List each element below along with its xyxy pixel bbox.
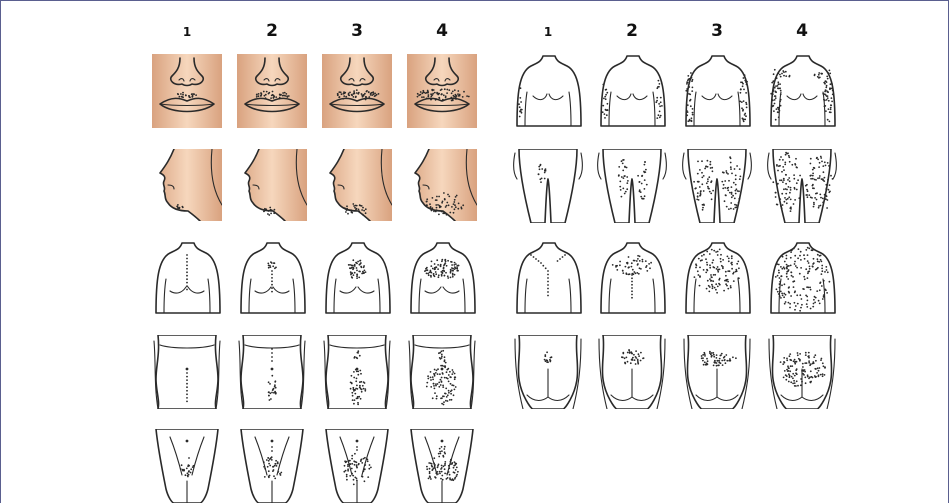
right-header-grade-1: 1 xyxy=(528,25,568,39)
left-header-grade-1: 1 xyxy=(167,25,207,39)
pubic-grade-1 xyxy=(152,429,222,503)
thigh-grade-4 xyxy=(767,149,837,223)
arm-grade-2 xyxy=(597,54,667,128)
chin-jaw-grade-4 xyxy=(407,149,477,221)
thigh-grade-3 xyxy=(682,149,752,223)
left-header-grade-2: 2 xyxy=(252,21,292,41)
upper-lip-grade-4 xyxy=(407,54,477,128)
chest-grade-3 xyxy=(322,241,392,315)
chest-grade-2 xyxy=(237,241,307,315)
abdomen-grade-4 xyxy=(407,335,477,409)
arm-grade-3 xyxy=(682,54,752,128)
right-header-grade-2: 2 xyxy=(612,21,652,41)
chin-jaw-grade-3 xyxy=(322,149,392,221)
chest-grade-4 xyxy=(407,241,477,315)
buttocks-grade-1 xyxy=(513,335,583,409)
right-header-grade-3: 3 xyxy=(697,21,737,41)
buttocks-grade-2 xyxy=(597,335,667,409)
pubic-grade-4 xyxy=(407,429,477,503)
arm-grade-1 xyxy=(513,54,583,128)
pubic-grade-3 xyxy=(322,429,392,503)
back-grade-3 xyxy=(682,241,752,315)
thigh-grade-1 xyxy=(513,149,583,223)
abdomen-grade-1 xyxy=(152,335,222,409)
back-grade-1 xyxy=(513,241,583,315)
upper-lip-grade-3 xyxy=(322,54,392,128)
chest-grade-1 xyxy=(152,241,222,315)
abdomen-grade-3 xyxy=(322,335,392,409)
back-grade-2 xyxy=(597,241,667,315)
chin-jaw-grade-2 xyxy=(237,149,307,221)
abdomen-grade-2 xyxy=(237,335,307,409)
left-header-grade-3: 3 xyxy=(337,21,377,41)
right-header-grade-4: 4 xyxy=(782,21,822,41)
buttocks-grade-3 xyxy=(682,335,752,409)
upper-lip-grade-1 xyxy=(152,54,222,128)
left-header-grade-4: 4 xyxy=(422,21,462,41)
pubic-grade-2 xyxy=(237,429,307,503)
upper-lip-grade-2 xyxy=(237,54,307,128)
chin-jaw-grade-1 xyxy=(152,149,222,221)
buttocks-grade-4 xyxy=(767,335,837,409)
thigh-grade-2 xyxy=(597,149,667,223)
back-grade-4 xyxy=(767,241,837,315)
arm-grade-4 xyxy=(767,54,837,128)
